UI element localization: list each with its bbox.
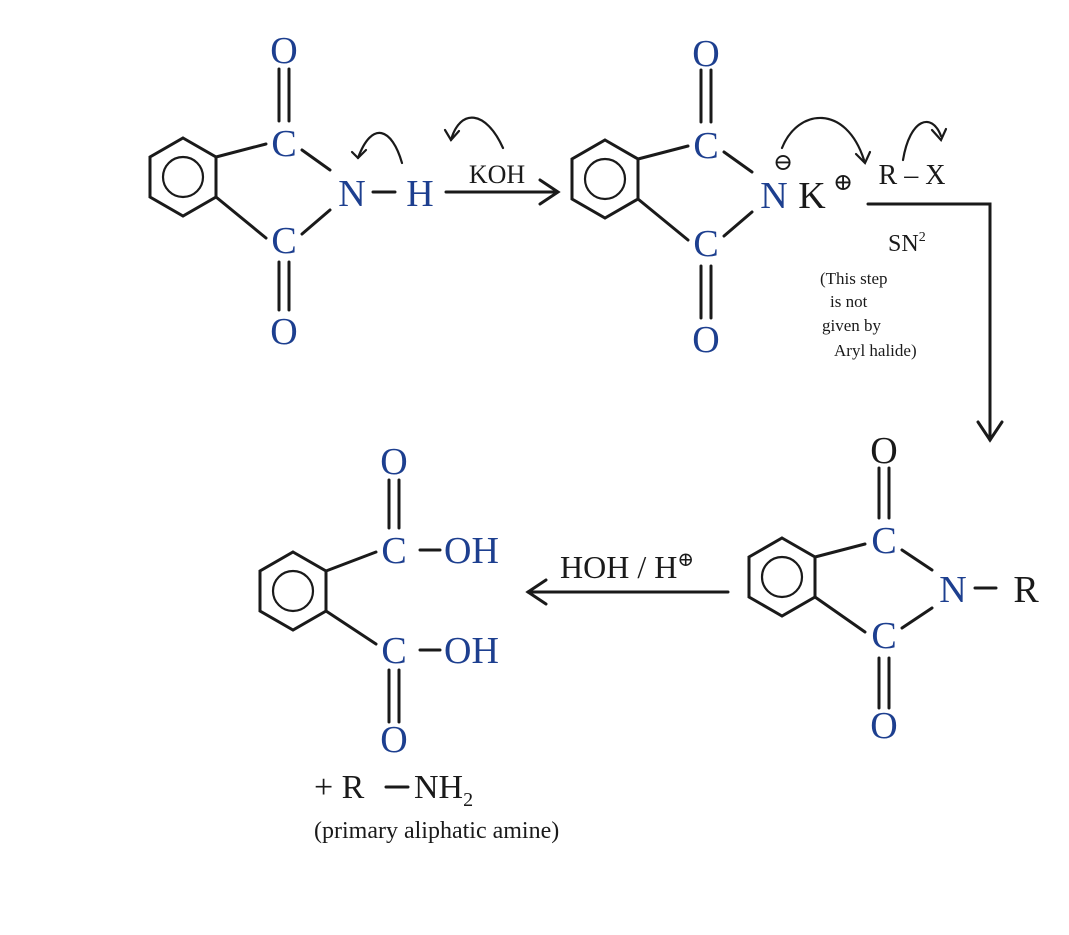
bond-ring-c8 (324, 609, 378, 646)
atom-o-top-2: O (692, 33, 719, 75)
bond-ring-c3 (636, 144, 690, 161)
bond-c-n-3 (722, 150, 754, 174)
bond-ring-c5 (813, 542, 867, 559)
phthalic-acid-structure: O C C O OH OH (258, 441, 499, 761)
atom-o-top-1: O (270, 30, 297, 72)
benzene-ring-4 (258, 550, 328, 632)
atom-n-2: N (760, 175, 787, 217)
atom-o-bottom-1: O (270, 311, 297, 353)
atom-n-1: N (338, 173, 365, 215)
amine-formula: NH2 (414, 769, 473, 811)
k-positive-charge: ⊕ (833, 170, 853, 196)
atom-c-bottom-2: C (693, 223, 718, 265)
amine-prefix: + R (314, 769, 365, 806)
atom-k: K (798, 175, 826, 217)
curved-arrow-leaving-group (901, 120, 943, 162)
atom-h-1: H (406, 173, 433, 215)
bond-ring-c4 (636, 197, 690, 242)
curved-arrow-nh-head (350, 148, 368, 160)
benzene-ring-2 (570, 138, 640, 220)
atom-o-top-4: O (380, 441, 407, 483)
step1-arrow: KOH (443, 116, 561, 206)
atom-c-bottom-4: C (381, 630, 406, 672)
benzene-ring-1 (148, 136, 218, 218)
reagent-koh: KOH (469, 160, 526, 189)
potassium-phthalimide-structure: O C C O N ⊖ K ⊕ (570, 33, 872, 361)
atom-o-bottom-4: O (380, 719, 407, 761)
benzene-ring-3 (747, 536, 817, 618)
group-oh-1: OH (444, 530, 499, 572)
atom-o-bottom-3: O (870, 705, 897, 747)
atom-c-bottom-3: C (871, 615, 896, 657)
bond-c-n-6 (900, 606, 934, 630)
bond-ring-c7 (324, 550, 378, 573)
note-line-1: (This step (820, 269, 888, 288)
bond-c-n-2 (300, 208, 332, 236)
atom-c-bottom-1: C (271, 220, 296, 262)
alkyl-halide: R – X (879, 120, 948, 191)
reaction-arrow-2-head (976, 420, 1004, 443)
bond-ring-c2 (214, 195, 268, 240)
reagent-sn2: SN2 (888, 230, 926, 257)
reaction-arrow-3-head (525, 578, 548, 606)
aromatic-circle-4 (271, 569, 315, 613)
aromatic-circle-1 (161, 155, 205, 199)
curved-arrow-base (449, 116, 505, 150)
bond-c-n-4 (722, 210, 754, 238)
reagent-hydrolysis: HOH / H⊕ (560, 549, 694, 585)
aromatic-circle-3 (760, 555, 804, 599)
n-alkylphthalimide-structure: O C C O N R (747, 430, 1039, 747)
group-oh-2: OH (444, 630, 499, 672)
atom-c-top-3: C (871, 520, 896, 562)
note-line-3: given by (822, 316, 882, 335)
negative-charge: ⊖ (773, 150, 793, 176)
bond-ring-c1 (214, 142, 268, 159)
atom-o-top-3: O (870, 430, 897, 472)
curved-arrow-n-attack (780, 116, 866, 162)
step3-arrow: HOH / H⊕ (525, 549, 730, 606)
atom-n-3: N (939, 569, 966, 611)
curved-arrow-leaving-group-head (930, 127, 948, 142)
bond-c-n-5 (900, 548, 934, 572)
atom-c-top-1: C (271, 123, 296, 165)
r-x-label: R – X (879, 160, 946, 191)
bond-c-n-1 (300, 148, 332, 172)
curved-arrow-n-attack-head (854, 150, 872, 165)
step2-arrow: SN2 (This step is not given by Aryl hali… (820, 202, 1004, 443)
reaction-arrow-2 (866, 202, 992, 442)
reaction-arrow-1-head (538, 178, 561, 206)
curved-arrow-nh (356, 132, 404, 165)
atom-r: R (1013, 569, 1039, 611)
note-line-2: is not (830, 292, 868, 311)
aromatic-circle-2 (583, 157, 627, 201)
phthalimide-structure: O C C O N H (148, 30, 434, 353)
bond-ring-c6 (813, 595, 867, 634)
atom-c-top-2: C (693, 125, 718, 167)
atom-c-top-4: C (381, 530, 406, 572)
curved-arrow-base-head (443, 128, 461, 142)
note-line-4: Aryl halide) (834, 341, 917, 360)
amine-label: (primary aliphatic amine) (314, 818, 559, 844)
amine-product: + R NH2 (primary aliphatic amine) (314, 769, 559, 844)
atom-o-bottom-2: O (692, 319, 719, 361)
